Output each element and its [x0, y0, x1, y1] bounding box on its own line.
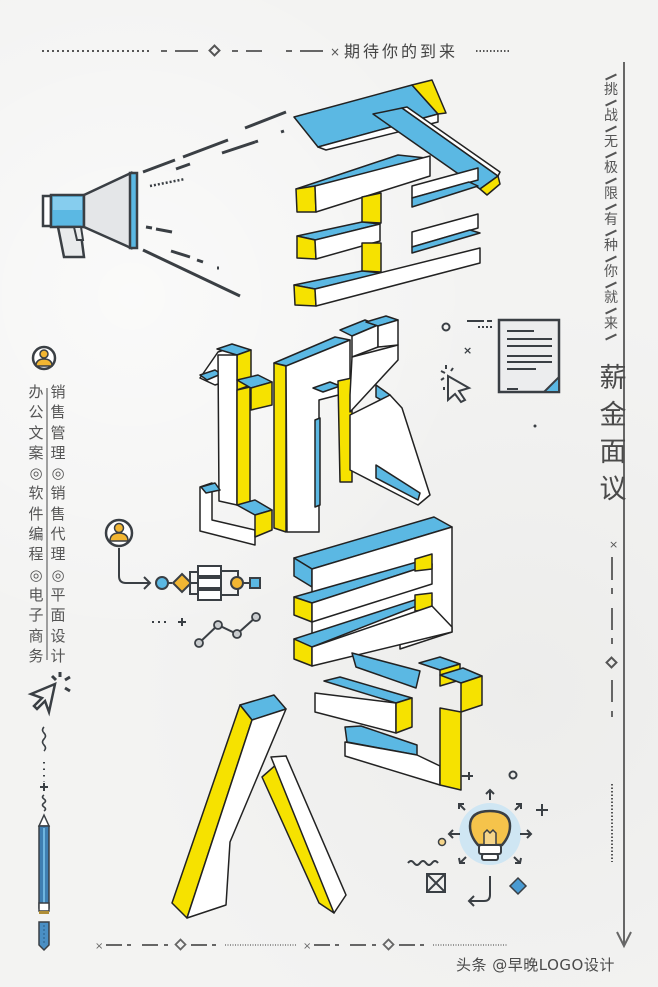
salary-char: 薪: [599, 363, 627, 394]
slogan-char: 无: [604, 134, 618, 150]
job-char: 面: [50, 606, 66, 625]
svg-text:×: ×: [463, 344, 472, 357]
job-char: 电: [28, 585, 44, 604]
slogan-char: 战: [604, 108, 618, 124]
right-slogan-column: 挑 战 无 极 限 有 种 你 就 来: [598, 72, 624, 342]
job-char: 编: [28, 525, 44, 544]
job-list-column-b: 销 售 管 理 ◎ 销 售 代 理 ◎ 平 面 设 计: [48, 382, 68, 666]
slogan-char: 来: [604, 316, 618, 332]
salary-negotiable-text: 薪 金 面 议: [596, 360, 630, 508]
job-char: 件: [28, 504, 44, 523]
job-char: 理: [50, 443, 66, 462]
x-mark-icon: ×: [330, 45, 340, 59]
job-char: 计: [50, 646, 66, 665]
slogan-char: 挑: [604, 82, 618, 98]
salary-char: 议: [599, 474, 627, 505]
right-vertical-arrow: ×: [605, 62, 632, 949]
job-char: 公: [28, 403, 44, 422]
job-char: 售: [50, 504, 66, 523]
line-graph-icon: [152, 612, 261, 648]
lightbulb-icon: [407, 770, 548, 907]
job-char: 理: [50, 545, 66, 564]
job-char: 销: [50, 383, 66, 401]
job-separator: ◎: [29, 464, 43, 483]
down-arrow-icon: [616, 931, 632, 949]
svg-text:×: ×: [95, 941, 103, 952]
headline-char-ren: [171, 694, 347, 919]
headline-char-xun: [293, 516, 483, 791]
job-char: 软: [28, 484, 44, 503]
job-char: 平: [50, 585, 66, 604]
svg-text:×: ×: [303, 941, 311, 952]
top-banner-title: 期待你的到来: [344, 42, 459, 61]
slogan-char: 有: [604, 212, 618, 228]
diamond-icon: [208, 44, 221, 57]
headline-char-cheng: [199, 315, 431, 546]
pencil-icon: [37, 726, 51, 952]
slogan-char: 你: [604, 264, 618, 280]
job-char: 办: [28, 383, 44, 401]
svg-text:×: ×: [609, 538, 618, 551]
job-char: 设: [50, 626, 66, 645]
job-char: 代: [50, 525, 66, 544]
slogan-char: 种: [604, 238, 618, 254]
cursor-arrow-icon: [27, 672, 71, 717]
salary-char: 面: [599, 437, 627, 468]
job-char: 务: [28, 646, 44, 665]
job-char: 管: [50, 423, 66, 442]
job-separator: ◎: [51, 464, 65, 483]
flowchart-icon: [104, 518, 261, 601]
job-separator: ◎: [29, 565, 43, 584]
job-char: 文: [28, 423, 44, 442]
headline-char-quan: [293, 79, 501, 307]
salary-char: 金: [599, 400, 627, 431]
megaphone-icon: [41, 110, 287, 298]
user-avatar-icon: [31, 345, 57, 371]
top-banner-divider: ×: [42, 44, 510, 59]
slogan-char: 限: [604, 186, 618, 202]
job-char: 案: [28, 443, 44, 462]
slogan-char: 极: [604, 160, 618, 176]
document-icon: [497, 318, 561, 394]
job-char: 售: [50, 403, 66, 422]
job-char: 程: [28, 545, 44, 564]
bottom-divider: × ×: [95, 938, 508, 952]
job-char: 商: [28, 626, 44, 645]
watermark: 头条 @早晚LOGO设计: [456, 956, 615, 974]
job-char: 销: [50, 484, 66, 503]
job-separator: ◎: [51, 565, 65, 584]
cursor-click-icon: ×: [440, 320, 537, 428]
job-list-column-a: 办 公 文 案 ◎ 软 件 编 程 ◎ 电 子 商 务: [26, 382, 46, 666]
job-char: 子: [28, 606, 44, 625]
slogan-char: 就: [604, 290, 618, 306]
